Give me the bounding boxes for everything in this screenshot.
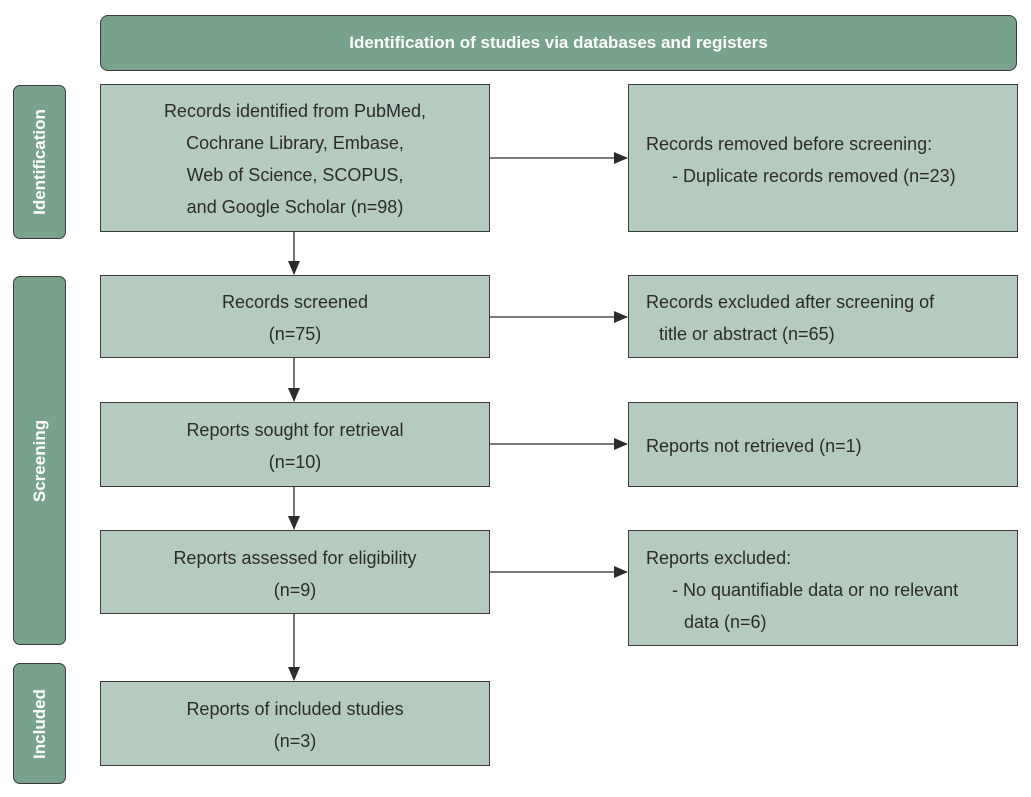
box-text: (n=9) (273, 580, 317, 600)
box-text: Reports sought for retrieval (186, 420, 404, 440)
records-removed-box: Records removed before screening: - Dupl… (628, 84, 1018, 232)
box-text: Reports assessed for eligibility (173, 548, 417, 568)
records-excluded-box: Records excluded after screening of titl… (628, 275, 1018, 358)
phase-screening: Screening (13, 276, 66, 645)
included-studies-box: Reports of included studies (n=3) (100, 681, 490, 766)
box-text: and Google Scholar (n=98) (186, 197, 404, 217)
header-title: Identification of studies via databases … (349, 33, 768, 52)
box-text: Records screened (221, 292, 369, 312)
box-text: Web of Science, SCOPUS, (186, 165, 404, 185)
box-text: Records excluded after screening of (646, 292, 935, 312)
box-text: (n=10) (268, 452, 322, 472)
records-identified-box: Records identified from PubMed, Cochrane… (100, 84, 490, 232)
box-text: Records removed before screening: (646, 134, 933, 154)
box-text: Reports of included studies (186, 699, 404, 719)
box-text: Cochrane Library, Embase, (186, 133, 404, 153)
reports-assessed-box: Reports assessed for eligibility (n=9) (100, 530, 490, 614)
box-text: title or abstract (n=65) (659, 324, 835, 344)
box-text: - No quantifiable data or no relevant (672, 580, 959, 600)
box-text: - Duplicate records removed (n=23) (672, 166, 956, 186)
box-text: (n=3) (273, 731, 317, 751)
box-text: Reports excluded: (646, 548, 792, 568)
box-text: Records identified from PubMed, (163, 101, 427, 121)
box-text: data (n=6) (684, 612, 767, 632)
box-text: (n=75) (268, 324, 322, 344)
reports-not-retrieved-box: Reports not retrieved (n=1) (628, 402, 1018, 487)
reports-sought-box: Reports sought for retrieval (n=10) (100, 402, 490, 487)
box-text: Reports not retrieved (n=1) (646, 436, 862, 456)
phase-identification: Identification (13, 85, 66, 239)
records-screened-box: Records screened (n=75) (100, 275, 490, 358)
reports-excluded-box: Reports excluded: - No quantifiable data… (628, 530, 1018, 646)
phase-included: Included (13, 663, 66, 784)
header-banner: Identification of studies via databases … (100, 15, 1017, 71)
